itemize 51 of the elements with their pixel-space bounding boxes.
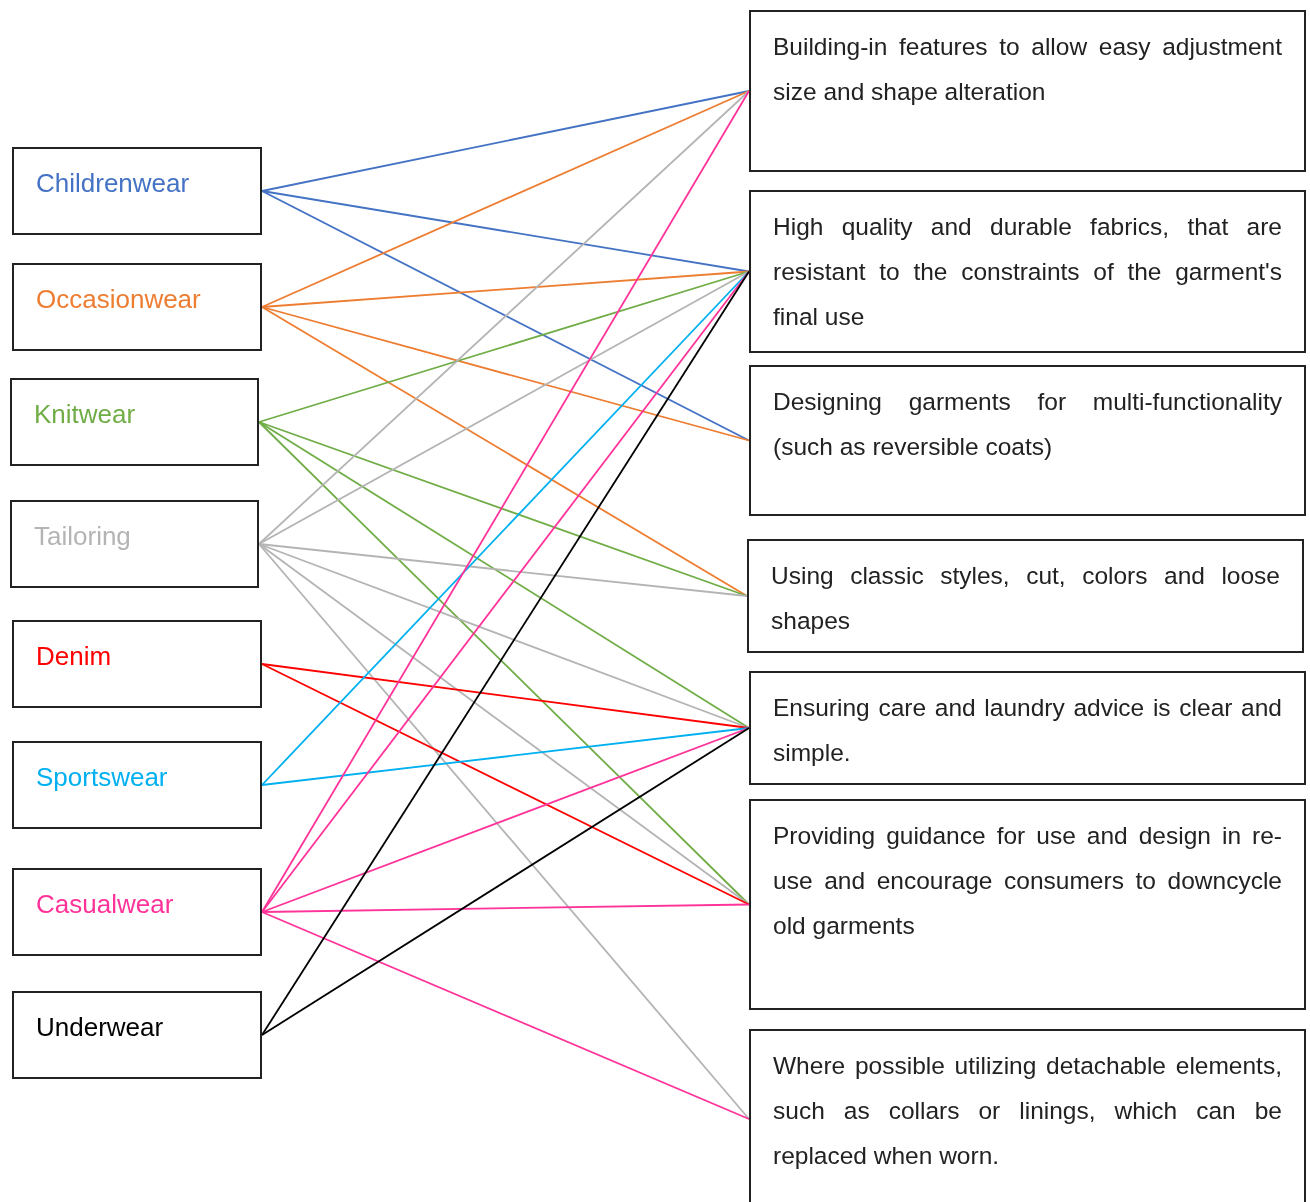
connector-line [261, 270, 750, 1036]
category-label: Occasionwear [36, 283, 201, 316]
strategy-box [749, 190, 1306, 353]
category-label: Casualwear [36, 888, 174, 921]
category-label: Denim [36, 640, 112, 673]
strategy-text: Ensuring care and laundry advice is clear and simple. [772, 693, 1283, 768]
category-box [12, 741, 262, 829]
strategy-box [749, 1029, 1306, 1202]
strategy-text: Designing garments for multi-functionality (such as reversible coats) [772, 387, 1283, 462]
strategy-box [747, 539, 1304, 653]
connector-line [261, 190, 750, 442]
category-label: Childrenwear [36, 167, 190, 200]
category-box [10, 500, 259, 588]
strategy-text: Using classic styles, cut, colors and loose shapes [770, 561, 1281, 636]
category-box [12, 263, 262, 351]
category-label: Knitwear [34, 398, 136, 431]
connector-line [258, 543, 748, 597]
category-label: Sportswear [36, 761, 168, 794]
connector-line [261, 190, 750, 273]
strategy-box [749, 365, 1306, 516]
connector-line [261, 727, 750, 913]
connector-line [261, 663, 750, 906]
connector-line [258, 90, 750, 545]
category-box [12, 868, 262, 956]
category-box [12, 620, 262, 708]
connector-line [261, 270, 750, 913]
connector-line [261, 90, 750, 308]
connector-line [261, 727, 750, 786]
connector-line [258, 270, 750, 423]
connector-line [258, 543, 750, 906]
strategy-box [749, 671, 1306, 785]
connector-line [261, 306, 750, 442]
connector-line [258, 421, 748, 597]
connector-line [261, 911, 750, 1120]
category-box [12, 147, 262, 235]
connector-line [261, 306, 748, 597]
connector-line [258, 270, 750, 545]
strategy-text: Providing guidance for use and design in re-use and encourage consumers to downcycle old garments [772, 821, 1283, 941]
strategy-text: High quality and durable fabrics, that are resistant to the constraints of the garment's final use [772, 212, 1283, 332]
connector-line [261, 727, 750, 1036]
category-box [12, 991, 262, 1079]
connector-line [258, 543, 750, 1120]
connector-line [261, 90, 750, 913]
strategy-box [749, 10, 1306, 172]
connector-line [261, 903, 750, 913]
strategy-text: Where possible utilizing detachable elements, such as collars or linings, which can be replaced when worn. [772, 1051, 1283, 1171]
category-box [10, 378, 259, 466]
strategy-box [749, 799, 1306, 1010]
category-label: Tailoring [34, 520, 131, 553]
category-label: Underwear [36, 1011, 164, 1044]
strategy-text: Building-in features to allow easy adjustment size and shape alteration [772, 32, 1283, 107]
